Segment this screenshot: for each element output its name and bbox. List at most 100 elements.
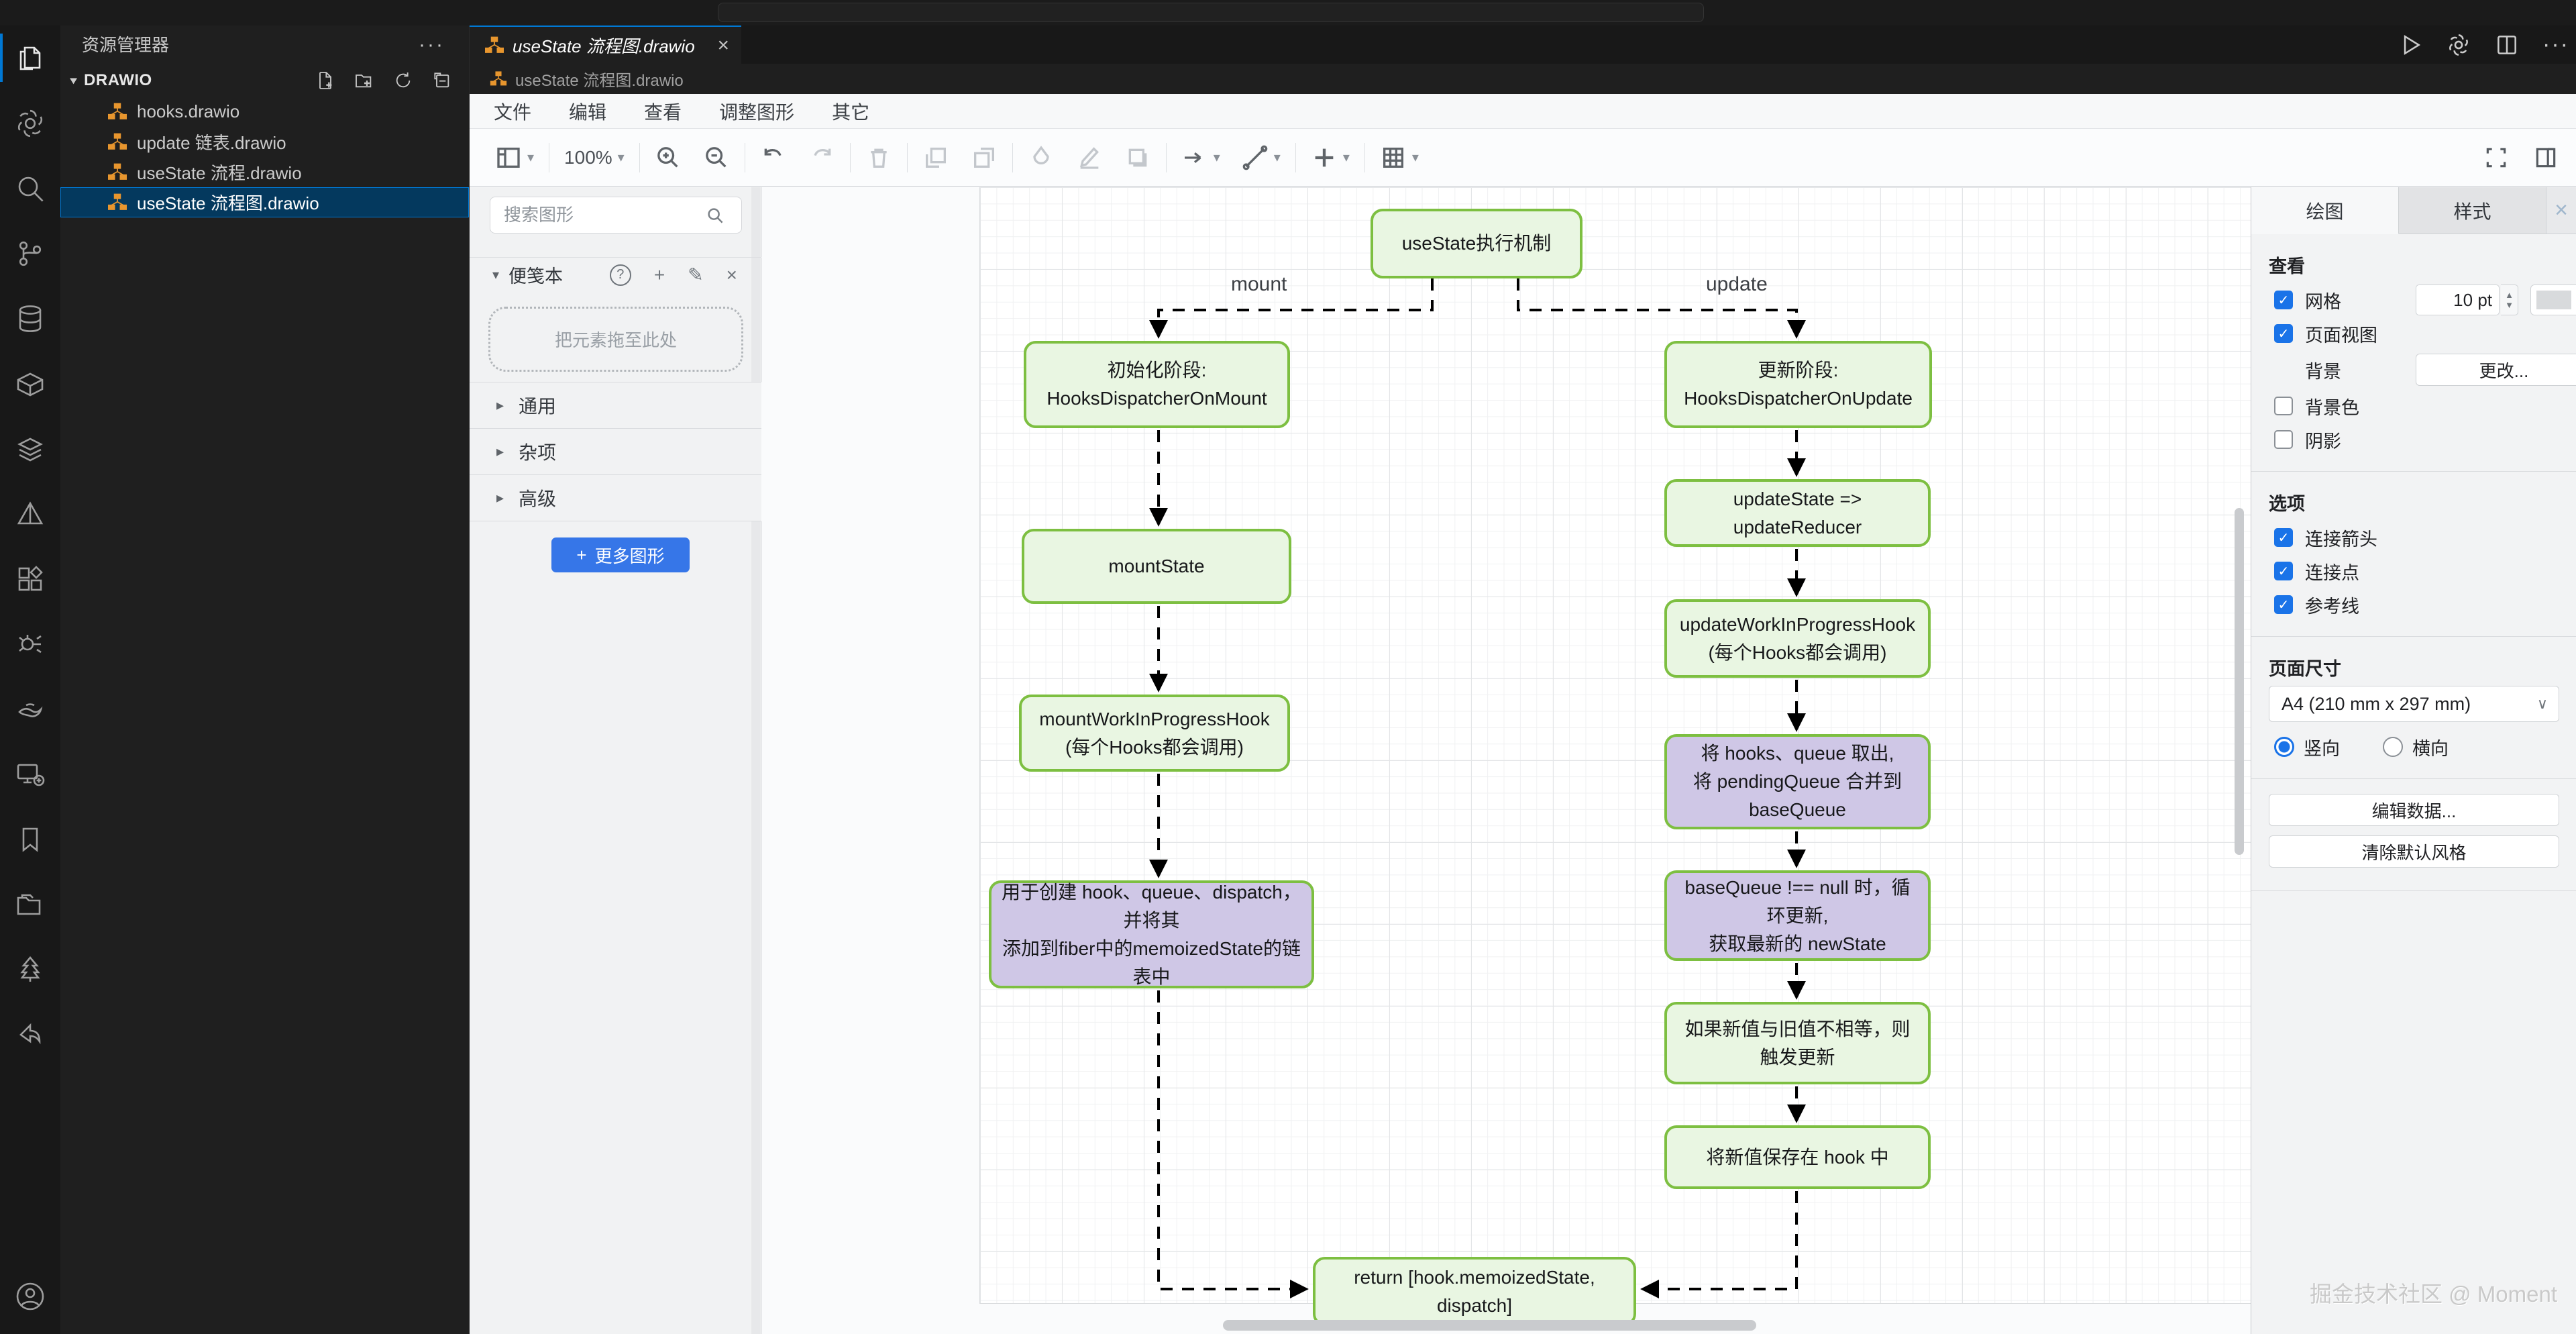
edit-data-button[interactable]: 编辑数据... — [2269, 794, 2559, 826]
canvas-vertical-scrollbar[interactable] — [2235, 508, 2244, 855]
section-advanced[interactable]: ▸高级 — [470, 474, 761, 521]
explorer-icon[interactable] — [0, 25, 60, 91]
account-icon[interactable] — [0, 1264, 60, 1329]
folder-library-icon[interactable] — [0, 872, 60, 937]
chatgpt-icon[interactable] — [2446, 32, 2471, 58]
menu-其它[interactable]: 其它 — [832, 101, 870, 123]
page-size-select[interactable]: A4 (210 mm x 297 mm) ∨ — [2269, 686, 2559, 722]
portrait-radio[interactable] — [2274, 737, 2294, 757]
background-change-button[interactable]: 更改... — [2416, 354, 2576, 386]
flow-node-merge-queue[interactable]: 将 hooks、queue 取出,将 pendingQueue 合并到 base… — [1664, 734, 1931, 829]
tree-icon[interactable] — [0, 937, 60, 1002]
menu-编辑[interactable]: 编辑 — [569, 101, 607, 123]
more-shapes-button[interactable]: +更多图形 — [551, 537, 690, 572]
connect-points-checkbox[interactable]: ✓ — [2274, 562, 2293, 580]
breadcrumb[interactable]: useState 流程图.drawio — [470, 64, 2576, 94]
scratchpad-dropzone[interactable]: 把元素拖至此处 — [488, 307, 743, 372]
file-item[interactable]: useState 流程图.drawio — [60, 187, 469, 217]
connection-arrow-button[interactable]: ▾ — [1171, 144, 1231, 171]
zoom-level-dropdown[interactable]: 100%▾ — [564, 146, 625, 168]
remote-icon[interactable] — [0, 741, 60, 807]
pyramid-icon[interactable] — [0, 481, 60, 546]
format-panel-toggle-icon[interactable] — [2533, 145, 2559, 170]
tab-usestate-flowchart[interactable]: useState 流程图.drawio × — [470, 25, 741, 64]
flow-node-base-queue[interactable]: baseQueue !== null 时，循环更新,获取最新的 newState — [1664, 870, 1931, 961]
redo-button[interactable] — [798, 144, 846, 171]
todo-icon[interactable] — [0, 1002, 60, 1067]
close-icon[interactable]: × — [726, 264, 737, 285]
flow-node-mount-phase[interactable]: 初始化阶段:HooksDispatcherOnMount — [1024, 341, 1290, 428]
flow-node-update-reducer[interactable]: updateState => updateReducer — [1664, 479, 1931, 547]
flow-node-save-hook[interactable]: 将新值保存在 hook 中 — [1664, 1125, 1931, 1189]
fullscreen-icon[interactable] — [2483, 145, 2509, 170]
grid-checkbox[interactable]: ✓ — [2274, 291, 2293, 309]
guides-checkbox[interactable]: ✓ — [2274, 595, 2293, 614]
menu-文件[interactable]: 文件 — [494, 101, 532, 123]
run-icon[interactable] — [2398, 32, 2423, 58]
grid-color-button[interactable]: ✎ — [2530, 285, 2576, 315]
collapse-all-icon[interactable] — [431, 70, 453, 91]
split-editor-icon[interactable] — [2494, 32, 2520, 58]
insert-button[interactable]: ▾ — [1300, 144, 1360, 171]
edit-icon[interactable]: ✎ — [688, 264, 704, 285]
command-center[interactable] — [718, 3, 1704, 22]
shape-search-input[interactable] — [490, 205, 705, 225]
flow-node-return[interactable]: return [hook.memoizedState, dispatch] — [1313, 1257, 1636, 1326]
flow-node-create-hook[interactable]: 用于创建 hook、queue、dispatch，并将其添加到fiber中的me… — [989, 880, 1314, 988]
line-color-button[interactable] — [1065, 144, 1114, 171]
help-icon[interactable]: ? — [609, 264, 631, 286]
file-item[interactable]: useState 流程.drawio — [60, 157, 469, 187]
fill-color-button[interactable] — [1017, 144, 1065, 171]
layers-icon[interactable] — [0, 416, 60, 481]
connection-style-button[interactable]: ▾ — [1231, 144, 1291, 171]
flow-node-update-wip[interactable]: updateWorkInProgressHook(每个Hooks都会调用) — [1664, 599, 1931, 678]
diagram-canvas[interactable]: useState执行机制初始化阶段:HooksDispatcherOnMount… — [761, 187, 2251, 1334]
editor-more-icon[interactable]: ··· — [2542, 32, 2569, 57]
shadow-checkbox[interactable] — [2274, 430, 2293, 449]
search-icon[interactable] — [0, 156, 60, 221]
zoom-in-button[interactable] — [644, 144, 692, 171]
file-item[interactable]: hooks.drawio — [60, 97, 469, 127]
undo-button[interactable] — [749, 144, 798, 171]
add-icon[interactable]: + — [653, 264, 665, 285]
section-misc[interactable]: ▸杂项 — [470, 428, 761, 475]
landscape-radio[interactable] — [2383, 737, 2403, 757]
connect-arrows-checkbox[interactable]: ✓ — [2274, 528, 2293, 547]
flow-node-update-phase[interactable]: 更新阶段:HooksDispatcherOnUpdate — [1664, 341, 1932, 428]
chatgpt-icon[interactable] — [0, 91, 60, 156]
refresh-icon[interactable] — [392, 70, 414, 91]
zoom-out-button[interactable] — [692, 144, 741, 171]
to-front-button[interactable] — [912, 144, 960, 171]
format-panel-close-icon[interactable]: × — [2546, 187, 2576, 234]
tab-style[interactable]: 样式 — [2399, 187, 2546, 234]
menu-调整图形[interactable]: 调整图形 — [719, 101, 795, 123]
delete-button[interactable] — [855, 144, 903, 171]
menu-查看[interactable]: 查看 — [644, 101, 682, 123]
tab-close-icon[interactable]: × — [717, 34, 729, 56]
shapes-panel-scrollbar[interactable] — [751, 187, 760, 1334]
view-panels-button[interactable]: ▾ — [484, 144, 545, 171]
scratchpad-header[interactable]: ▾ 便笺本 ? + ✎ × — [470, 257, 761, 292]
flow-node-mount-state[interactable]: mountState — [1022, 529, 1291, 604]
canvas-horizontal-scrollbar[interactable] — [1223, 1320, 1756, 1331]
flow-node-mount-wip[interactable]: mountWorkInProgressHook(每个Hooks都会调用) — [1019, 695, 1290, 772]
page-view-checkbox[interactable]: ✓ — [2274, 324, 2293, 343]
clear-default-style-button[interactable]: 清除默认风格 — [2269, 835, 2559, 868]
background-color-checkbox[interactable] — [2274, 397, 2293, 415]
explorer-more-icon[interactable]: ··· — [419, 34, 445, 56]
grid-size-input[interactable]: 10 pt — [2416, 285, 2500, 315]
tab-diagram[interactable]: 绘图 — [2251, 187, 2399, 234]
folder-section-drawio[interactable]: ▾ DRAWIO — [60, 64, 469, 97]
section-general[interactable]: ▸通用 — [470, 382, 761, 429]
table-button[interactable]: ▾ — [1369, 144, 1430, 171]
debug-icon[interactable] — [0, 611, 60, 676]
database-icon[interactable] — [0, 286, 60, 351]
grid-size-stepper[interactable]: ▲▼ — [2501, 285, 2518, 315]
new-folder-icon[interactable] — [354, 70, 375, 91]
extensions-icon[interactable] — [0, 546, 60, 611]
shadow-button[interactable] — [1114, 144, 1162, 171]
flame-icon[interactable] — [0, 676, 60, 741]
bookmark-icon[interactable] — [0, 807, 60, 872]
flow-node-diff-check[interactable]: 如果新值与旧值不相等，则触发更新 — [1664, 1002, 1931, 1084]
source-control-icon[interactable] — [0, 221, 60, 286]
